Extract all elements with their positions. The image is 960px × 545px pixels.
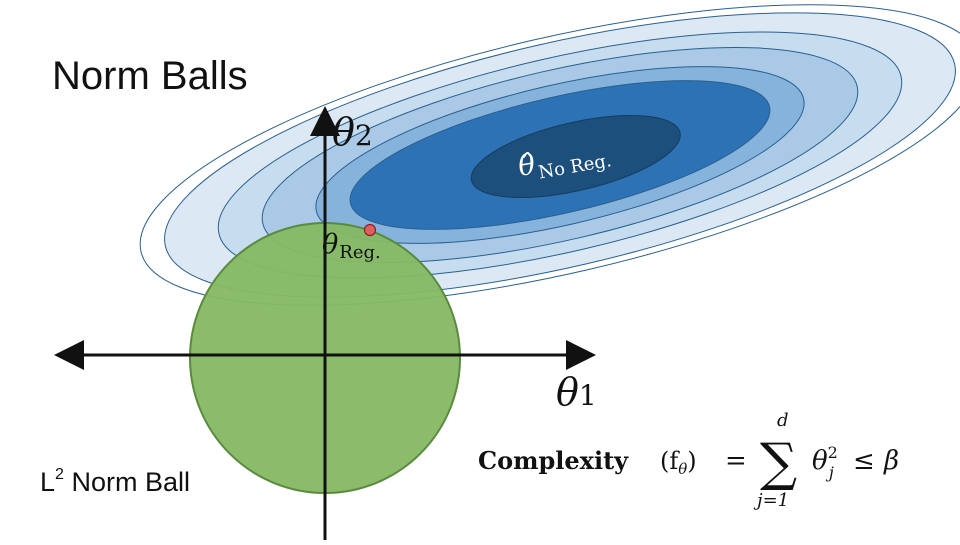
theta-reg-label: θReg. [322, 229, 381, 263]
regularized-point [363, 223, 377, 237]
theta-1-label: θ1 [556, 370, 597, 414]
leq-sign: ≤ [853, 446, 875, 476]
l2-norm-ball-label: L2 Norm Ball [40, 466, 190, 497]
sum-upper-limit: d [777, 410, 789, 431]
sum-lower-limit: j=1 [753, 490, 789, 511]
beta-symbol: β [883, 446, 899, 476]
contour-level-7 [470, 115, 681, 198]
equals-sign: = [725, 446, 747, 476]
slide-title: Norm Balls [52, 54, 248, 98]
sum-symbol: ∑ [760, 433, 797, 493]
complexity-argument: (fθ) [660, 447, 697, 478]
complexity-word: Complexity [478, 446, 629, 475]
theta-2-label: θ2 [332, 110, 373, 154]
